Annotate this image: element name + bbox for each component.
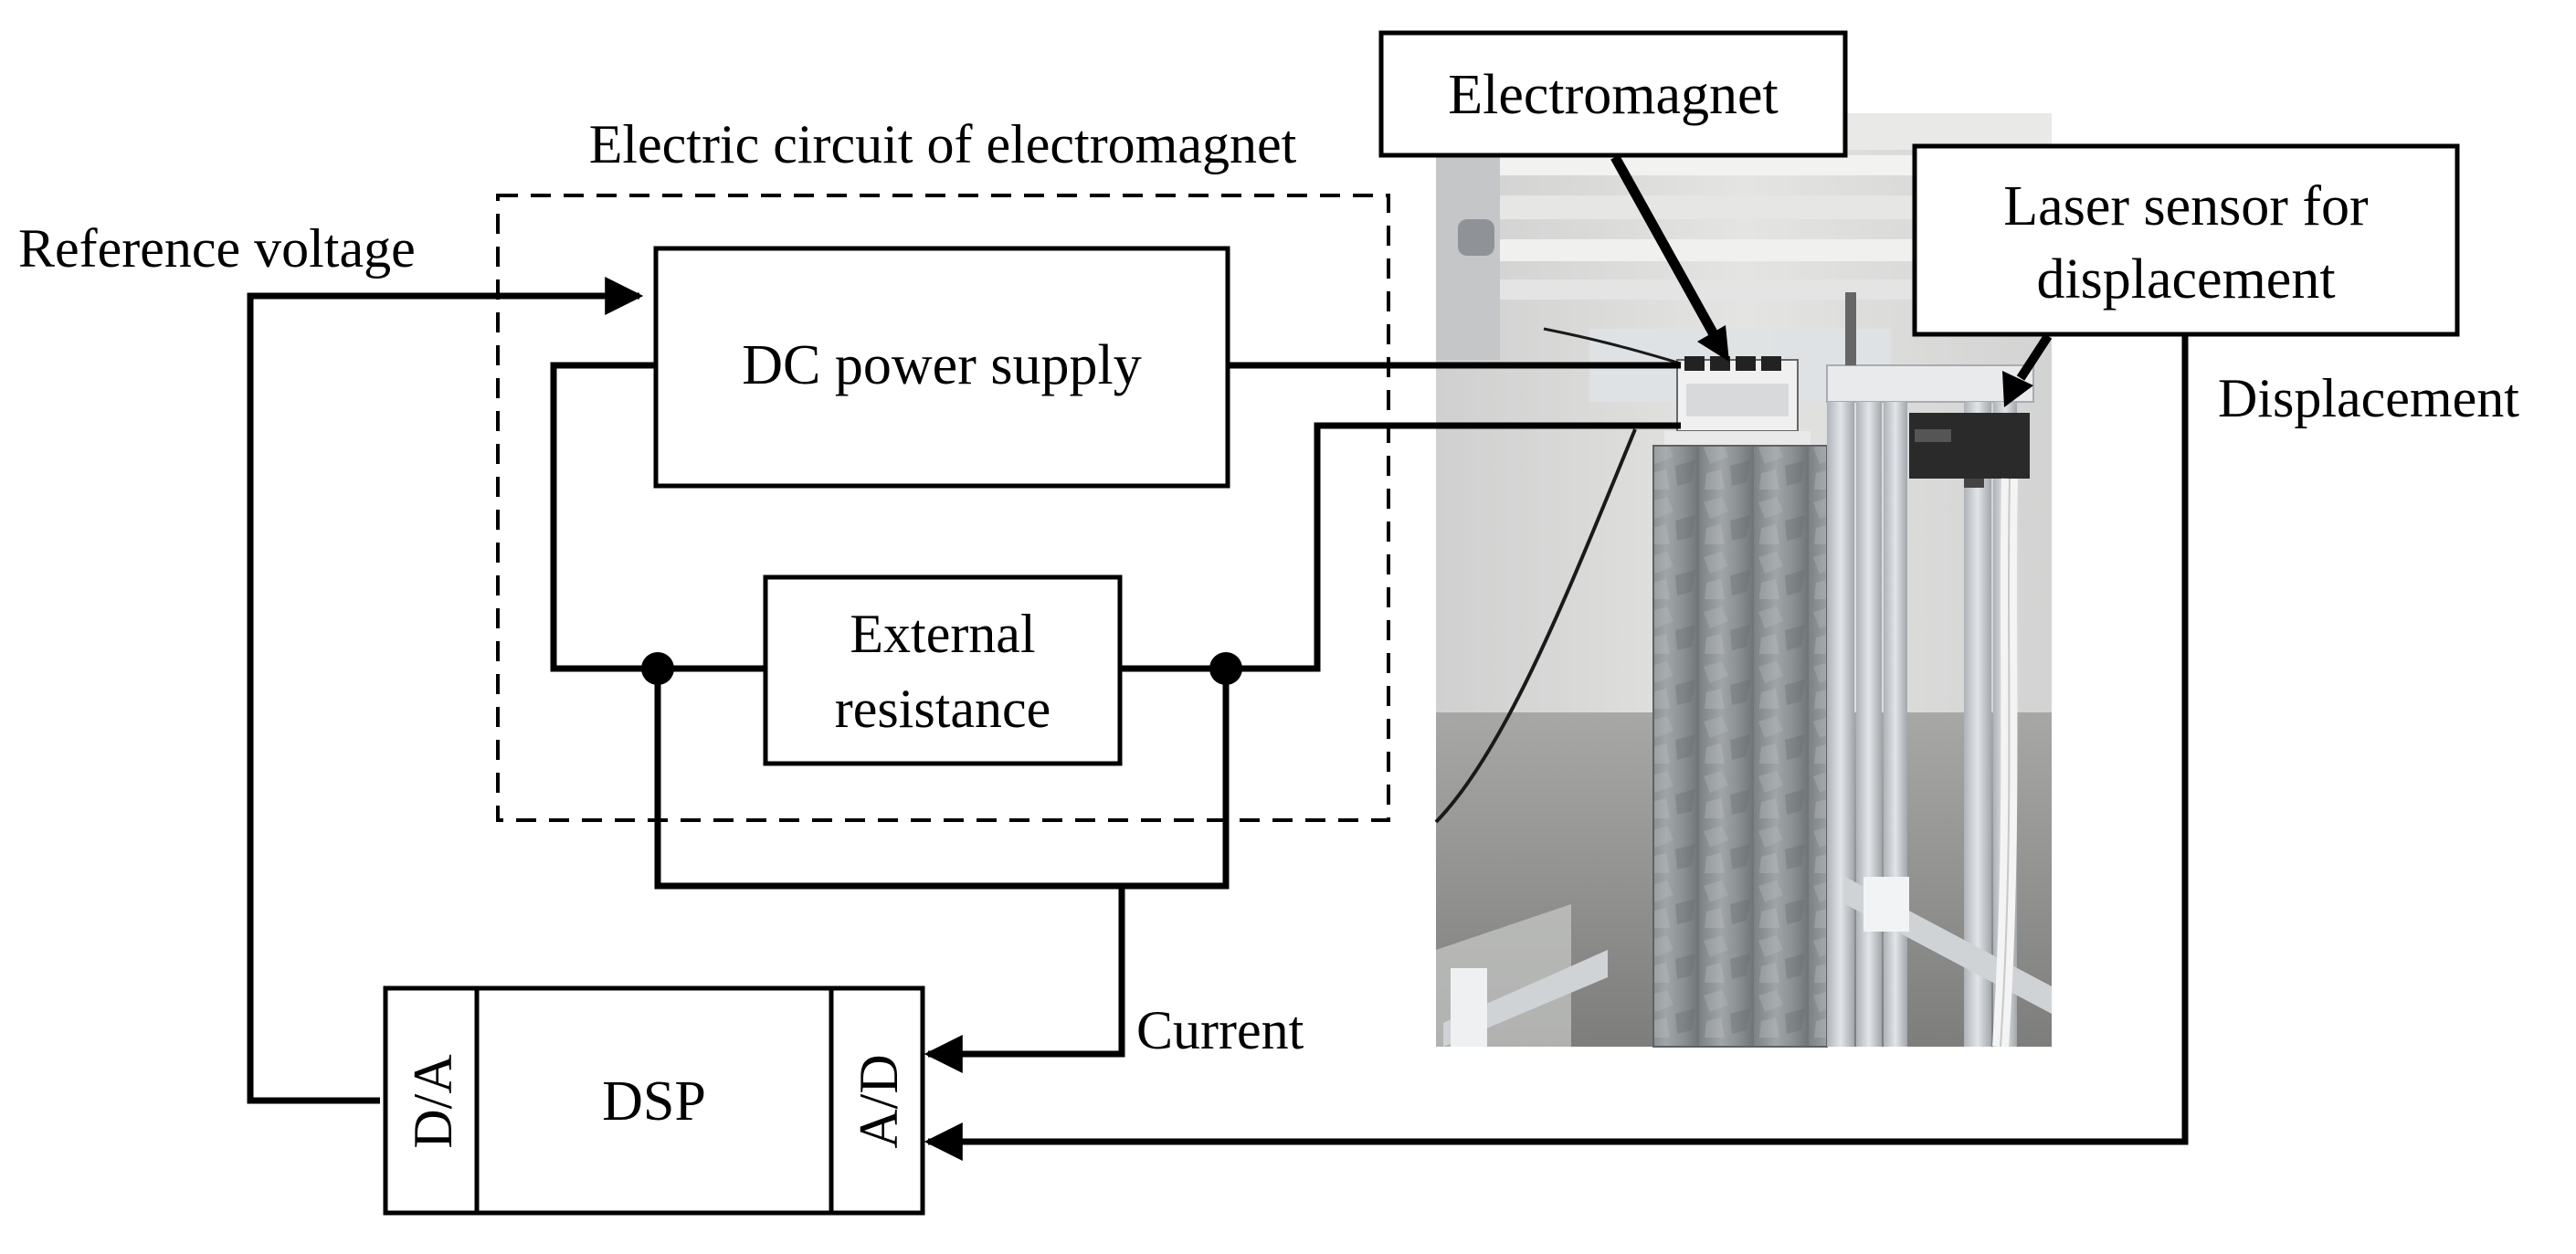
electromagnet-callout: Electromagnet <box>1378 30 1848 362</box>
reference-voltage-wire <box>247 277 644 1104</box>
ad-label: A/D <box>849 1054 909 1148</box>
laser-sensor-callout: Laser sensor for displacement <box>1912 143 2460 407</box>
current-label: Current <box>1136 1000 1304 1060</box>
electromagnet-photo <box>1664 356 1811 449</box>
displacement-label: Displacement <box>2218 368 2519 428</box>
circuit-group-label: Electric circuit of electromagnet <box>589 114 1297 174</box>
steel-plate-photo <box>1653 446 1827 1047</box>
dc-power-supply-label: DC power supply <box>742 334 1141 396</box>
external-resistance-label-line2: resistance <box>835 679 1051 739</box>
laser-sensor-callout-line1: Laser sensor for <box>2003 175 2369 237</box>
da-label: D/A <box>403 1054 463 1148</box>
aluminum-frame-photo <box>1443 292 2052 1047</box>
dsp-label: DSP <box>602 1070 706 1133</box>
junction-right <box>1209 652 1242 685</box>
current-to-ad-wire <box>924 886 1125 1073</box>
dsp-block: DSP D/A A/D <box>383 985 925 1216</box>
electromagnet-callout-label: Electromagnet <box>1448 64 1779 126</box>
laser-sensor-photo <box>1909 413 2030 1048</box>
reference-voltage-label: Reference voltage <box>18 218 416 279</box>
dc-power-supply-block: DC power supply <box>653 246 1230 489</box>
displacement-wire <box>924 336 2189 1161</box>
circuit-group-boundary <box>496 194 1390 822</box>
external-resistance-label-line1: External <box>850 604 1035 664</box>
laser-sensor-callout-line2: displacement <box>2036 248 2335 311</box>
junction-left <box>641 652 674 685</box>
current-sense-wire <box>654 669 1230 890</box>
external-resistance-block: External resistance <box>763 574 1123 766</box>
